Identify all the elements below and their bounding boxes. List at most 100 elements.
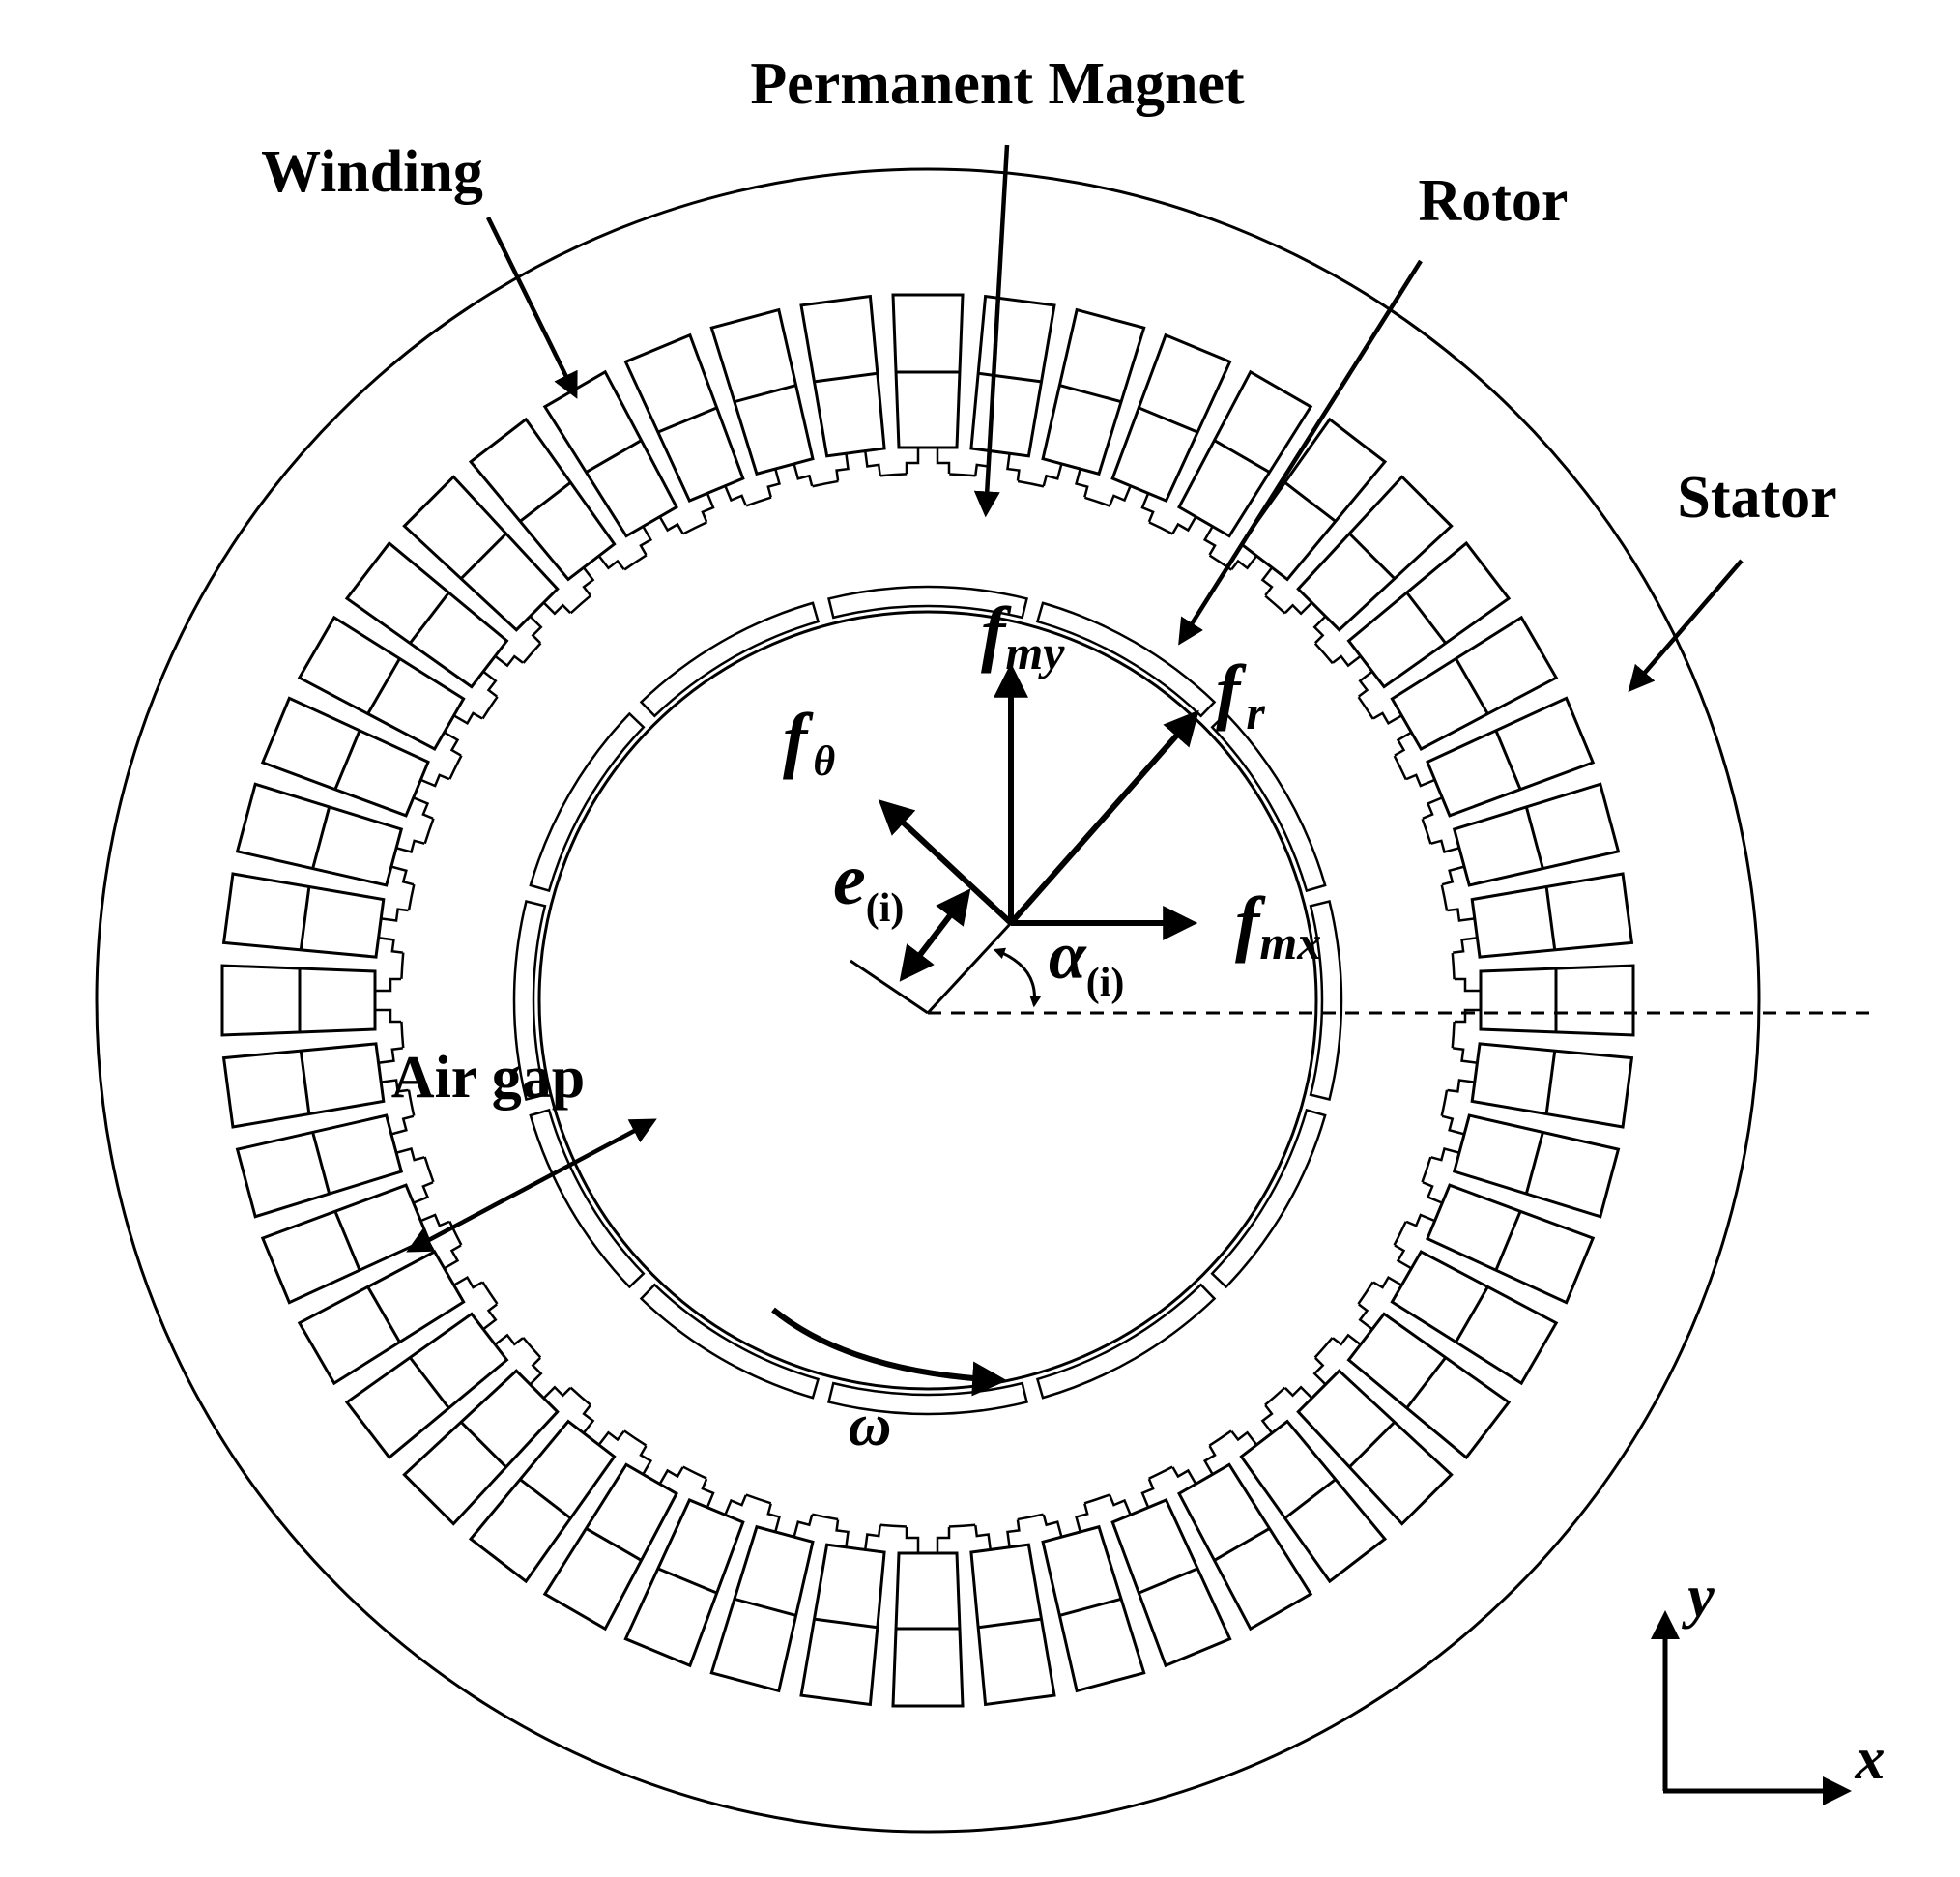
winding-divider [459, 1421, 507, 1469]
stator-slot [1109, 1478, 1232, 1668]
stator-slot [235, 782, 425, 887]
stator-slot [891, 1527, 965, 1708]
winding-divider [657, 1567, 718, 1595]
winding-divider [1283, 1478, 1337, 1519]
winding-coil [891, 293, 965, 449]
winding-coil [1296, 475, 1454, 632]
winding-divider [299, 1050, 311, 1114]
stator-slot [709, 1503, 815, 1693]
winding-coil [1470, 1042, 1634, 1129]
eccentricity-offset-line [926, 921, 1013, 1015]
permanent-magnets [512, 585, 1343, 1416]
winding-divider [1544, 1050, 1557, 1114]
winding-divider [459, 532, 507, 580]
rotor-label: Rotor [1419, 168, 1569, 234]
omega-label: ω [849, 1393, 892, 1458]
alpha-angle-arc [993, 947, 1042, 1008]
winding-divider [1138, 1567, 1198, 1595]
winding-coil [1426, 696, 1596, 818]
stator-slot [799, 294, 886, 481]
winding-divider [311, 1131, 331, 1195]
stator-slot [1405, 1181, 1596, 1305]
stator-slot [344, 540, 524, 698]
stator-slot [1171, 1445, 1313, 1632]
winding-coil [468, 1419, 617, 1584]
stator-slot [1455, 964, 1635, 1037]
winding-coil [1470, 872, 1634, 959]
stator-slot [1447, 1042, 1634, 1129]
stator-bore-arc [399, 472, 1456, 1529]
magnet-segment [529, 711, 646, 893]
magnet-segment [1035, 601, 1217, 718]
stator-outer-circle [95, 167, 1761, 1834]
winding-divider [1524, 806, 1544, 870]
winding-coil [344, 540, 509, 689]
stator-slot [297, 615, 483, 757]
winding-divider [299, 886, 311, 951]
stator-slot [297, 1244, 483, 1386]
magnet-segment [1035, 1283, 1217, 1400]
winding-coil [1390, 1250, 1559, 1386]
winding-coil [1177, 1462, 1313, 1632]
stator-slot [402, 1356, 572, 1526]
winding-coil [1479, 964, 1635, 1037]
magnet-segment [827, 585, 1028, 620]
air-gap-arrow [406, 1118, 657, 1253]
stator-slot [1283, 475, 1454, 645]
winding-divider [1348, 1421, 1397, 1469]
stator-slot [468, 417, 625, 596]
stator-slot [1447, 872, 1634, 959]
force-ftheta-arrow [878, 799, 1014, 926]
winding-coil [542, 1462, 678, 1632]
stator-slot [1230, 417, 1388, 596]
winding-coil [623, 1498, 745, 1668]
stator-slot [1171, 369, 1313, 556]
stator-slot [1109, 332, 1232, 523]
alpha-label: α(i) [1049, 919, 1124, 1005]
winding-divider [657, 406, 718, 434]
winding-coil [623, 332, 745, 503]
stator-slot [1283, 1356, 1454, 1526]
winding-label: Winding [261, 139, 483, 205]
stator-slot [542, 1445, 684, 1632]
winding-divider [1283, 481, 1337, 523]
stator-slot [1230, 1404, 1388, 1584]
winding-coil [542, 369, 678, 538]
stator-slot [799, 1519, 886, 1707]
winding-coil [969, 294, 1056, 458]
winding-coil [297, 615, 466, 751]
stator-label: Stator [1677, 465, 1836, 531]
winding-divider [1213, 1527, 1271, 1562]
stator-slot [1041, 1503, 1146, 1693]
magnet-segment [1210, 1108, 1327, 1289]
stator-slot [623, 332, 747, 523]
stator-slot [220, 964, 401, 1037]
slot-opening [1455, 977, 1483, 1024]
winding-coil [1041, 307, 1146, 476]
rotor-pointer [1178, 259, 1423, 646]
winding-coil [1239, 417, 1388, 582]
stator-pointer [1628, 559, 1744, 693]
ei-label: e(i) [833, 839, 904, 931]
winding-divider [333, 730, 361, 791]
winding-divider [1405, 592, 1447, 645]
winding-coil [1346, 1312, 1512, 1460]
stator-slot [260, 696, 450, 820]
winding-coil [1239, 1419, 1388, 1584]
axis-x-label: x [1855, 1726, 1886, 1792]
fmx-label: fmx [1235, 882, 1321, 969]
winding-divider [1348, 532, 1397, 580]
rotation-omega-arrow [771, 1307, 1008, 1397]
winding-divider [1524, 1131, 1544, 1195]
winding-divider [977, 1617, 1042, 1630]
winding-coil [709, 307, 815, 476]
winding-divider [814, 371, 879, 384]
stator-slot [1372, 615, 1559, 757]
rotor [537, 610, 1318, 1391]
winding-divider [1058, 384, 1122, 404]
winding-coil [1177, 369, 1313, 538]
winding-pointer [485, 217, 578, 399]
